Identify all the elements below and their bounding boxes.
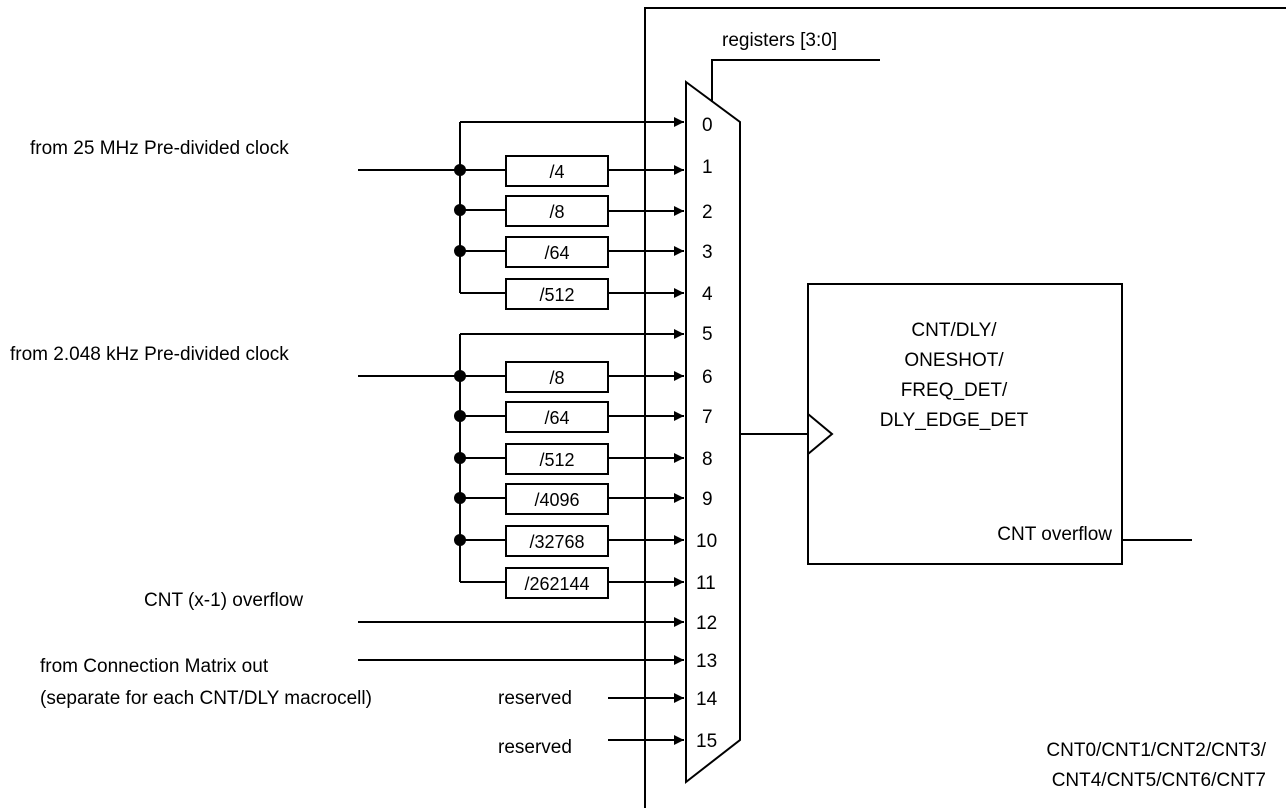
- divider-label-1: /4: [549, 162, 564, 182]
- mux-input-number-11: 11: [696, 573, 716, 594]
- divider-box-11: [505, 567, 609, 599]
- reserved-15-label: reserved: [498, 737, 572, 758]
- mux-input-number-5: 5: [702, 324, 713, 345]
- mux-input-number-6: 6: [702, 367, 713, 388]
- divider-label-9: /4096: [534, 490, 579, 510]
- divider-label-10: /32768: [529, 532, 584, 552]
- cnt-prev-overflow-label: CNT (x-1) overflow: [144, 590, 303, 611]
- mux-input-number-2: 2: [702, 202, 713, 223]
- divider-box-8: [505, 443, 609, 475]
- macrocell-line3: FREQ_DET/: [901, 380, 1008, 401]
- divider-box-9: [505, 483, 609, 515]
- divider-label-7: /64: [544, 408, 569, 428]
- footer-line1: CNT0/CNT1/CNT2/CNT3/: [1046, 740, 1266, 761]
- footer-line2: CNT4/CNT5/CNT6/CNT7: [1052, 770, 1266, 791]
- mux-input-number-3: 3: [702, 242, 713, 263]
- macrocell-boundary: [644, 7, 1286, 808]
- mux-input-number-0: 0: [702, 115, 713, 136]
- mux-input-number-8: 8: [702, 449, 713, 470]
- counter-macrocell-block: [807, 283, 1123, 565]
- clock-input-triangle: [807, 413, 834, 455]
- mux-input-number-9: 9: [702, 489, 713, 510]
- mux-input-number-15: 15: [696, 731, 717, 752]
- divider-label-4: /512: [539, 285, 574, 305]
- divider-box-10: [505, 525, 609, 557]
- mux-input-number-12: 12: [696, 613, 717, 634]
- clk2k-label: from 2.048 kHz Pre-divided clock: [10, 344, 289, 365]
- mux-input-number-4: 4: [702, 284, 713, 305]
- divider-label-8: /512: [539, 450, 574, 470]
- mux-input-number-7: 7: [702, 407, 713, 428]
- cnt-overflow-output-label: CNT overflow: [997, 524, 1112, 545]
- clk25-label: from 25 MHz Pre-divided clock: [30, 138, 289, 159]
- divider-label-11: /262144: [524, 574, 589, 594]
- mux-input-numbers: 0 1 2 3 4 5 6 7 8 9 10 11 12 13 14 15: [696, 115, 718, 752]
- macrocell-line2: ONESHOT/: [904, 350, 1004, 371]
- clock-select-mux: [685, 80, 741, 785]
- divider-box-2: [505, 195, 609, 227]
- registers-line: [711, 59, 880, 102]
- macrocell-line4: DLY_EDGE_DET: [880, 410, 1029, 431]
- mux-input-number-13: 13: [696, 651, 717, 672]
- mux-input-number-14: 14: [696, 689, 718, 710]
- divider-label-6: /8: [549, 368, 564, 388]
- divider-box-6: [505, 361, 609, 393]
- divider-label-3: /64: [544, 243, 569, 263]
- matrix-label-line2: (separate for each CNT/DLY macrocell): [40, 688, 372, 709]
- reserved-14-label: reserved: [498, 688, 572, 709]
- mux-input-number-1: 1: [702, 157, 713, 178]
- registers-label: registers [3:0]: [722, 30, 837, 51]
- matrix-label-line1: from Connection Matrix out: [40, 656, 269, 677]
- divider-label-2: /8: [549, 202, 564, 222]
- macrocell-line1: CNT/DLY/: [911, 320, 997, 341]
- mux-input-number-10: 10: [696, 531, 717, 552]
